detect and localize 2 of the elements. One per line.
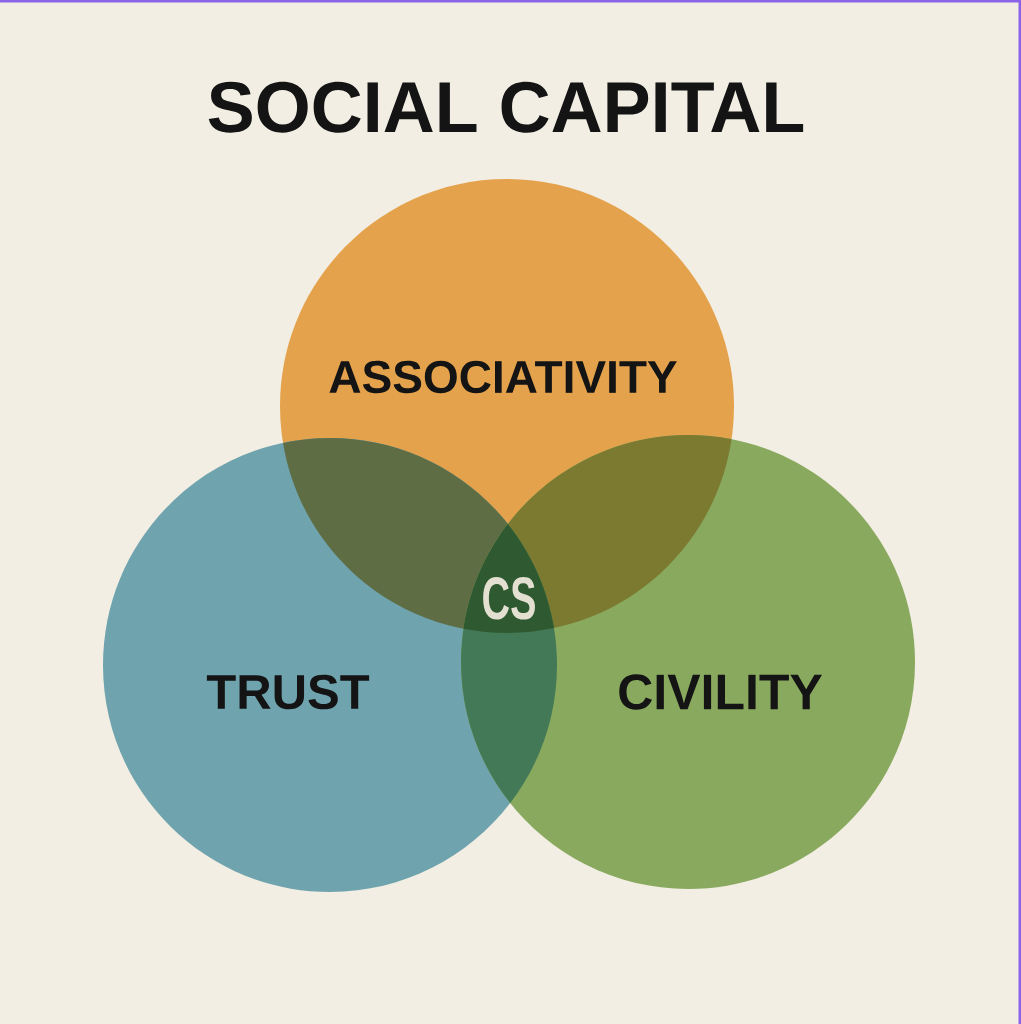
center-label: CS [483, 577, 535, 620]
title: SOCIAL CAPITAL [208, 81, 804, 133]
